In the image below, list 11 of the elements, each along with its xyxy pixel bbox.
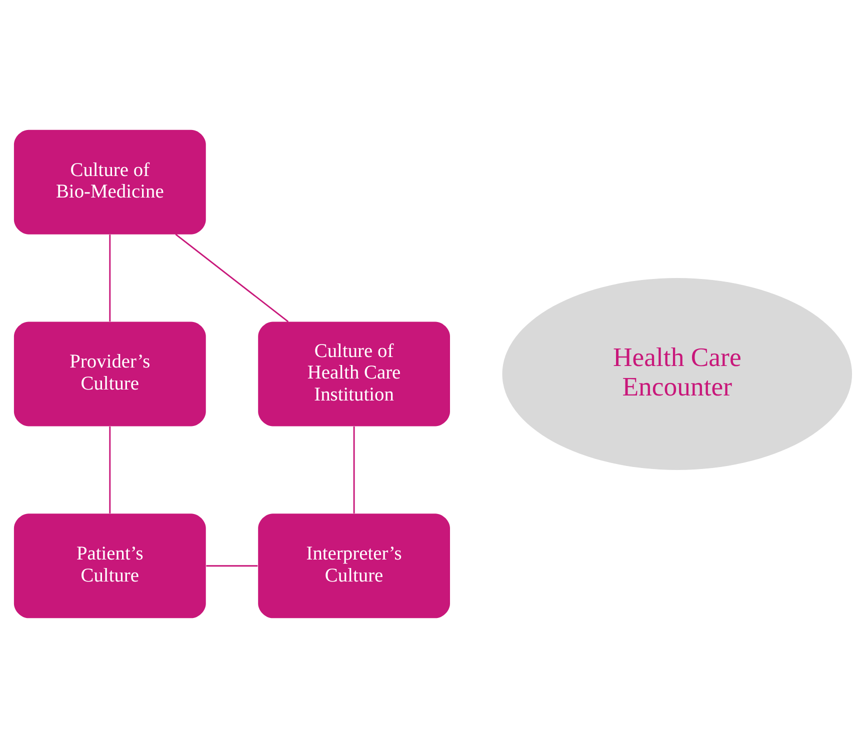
node-box: Patient’s Culture: [13, 514, 206, 618]
node-box: Provider’s Culture: [13, 322, 206, 426]
connector: [174, 234, 288, 322]
node-box: Culture of Bio-Medicine: [13, 130, 206, 234]
connector: [108, 234, 110, 322]
node-box: Culture of Health Care Institution: [258, 322, 450, 426]
connector: [206, 565, 258, 567]
node-ellipse: Health Care Encounter: [502, 278, 852, 470]
connector: [108, 426, 110, 514]
connector: [352, 426, 354, 514]
node-box: Interpreter’s Culture: [258, 514, 450, 618]
